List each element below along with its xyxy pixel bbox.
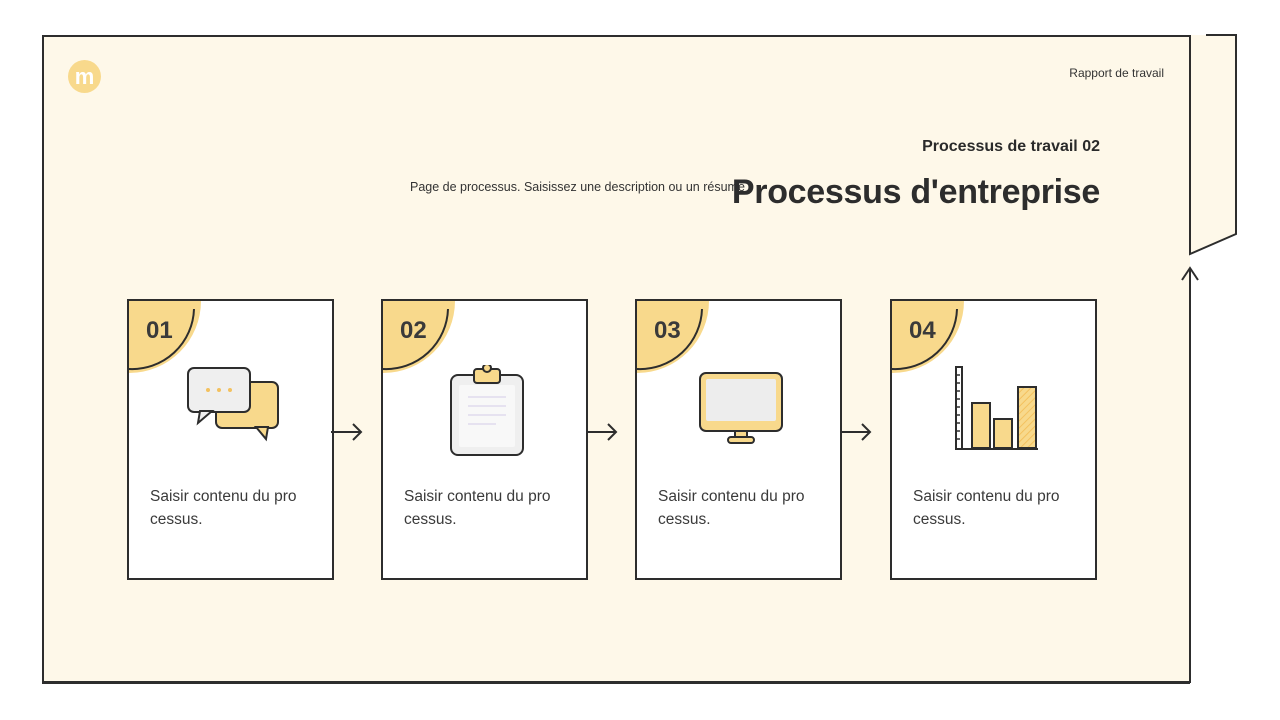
bar-chart-icon [947, 365, 1047, 465]
arrow-right-icon [840, 423, 872, 441]
section-eyebrow: Processus de travail 02 [922, 138, 1100, 155]
arrow-right-icon [331, 423, 363, 441]
step-card-4: 04 Saisir contenu du pro cessu [890, 299, 1097, 580]
clipboard-icon [438, 363, 538, 465]
step-number-badge [129, 301, 201, 373]
step-number-badge [637, 301, 709, 373]
page-title: Processus d'entreprise [731, 173, 1100, 211]
step-text: Saisir contenu du pro cessus. [658, 488, 805, 528]
step-text: Saisir contenu du pro cessus. [404, 488, 551, 528]
step-number: 03 [654, 317, 681, 344]
step-card-2: 02 Saisir contenu du pro cessus. [381, 299, 588, 580]
step-card-1: 01 Saisir contenu du pro cessus. [127, 299, 334, 580]
step-number: 01 [146, 317, 173, 344]
step-number: 04 [909, 317, 936, 344]
step-number: 02 [400, 317, 427, 344]
monitor-icon [692, 365, 792, 455]
step-number-badge [383, 301, 455, 373]
brand-logo: m [68, 60, 101, 93]
step-text: Saisir contenu du pro cessus. [913, 488, 1060, 528]
step-text: Saisir contenu du pro cessus. [150, 488, 297, 528]
chat-bubbles-icon [184, 365, 284, 450]
report-label: Rapport de travail [1069, 66, 1164, 80]
step-card-3: 03 Saisir contenu du pro cessus. [635, 299, 842, 580]
step-number-badge [892, 301, 964, 373]
page-description: Page de processus. Saisissez une descrip… [410, 180, 745, 194]
arrow-right-icon [586, 423, 618, 441]
